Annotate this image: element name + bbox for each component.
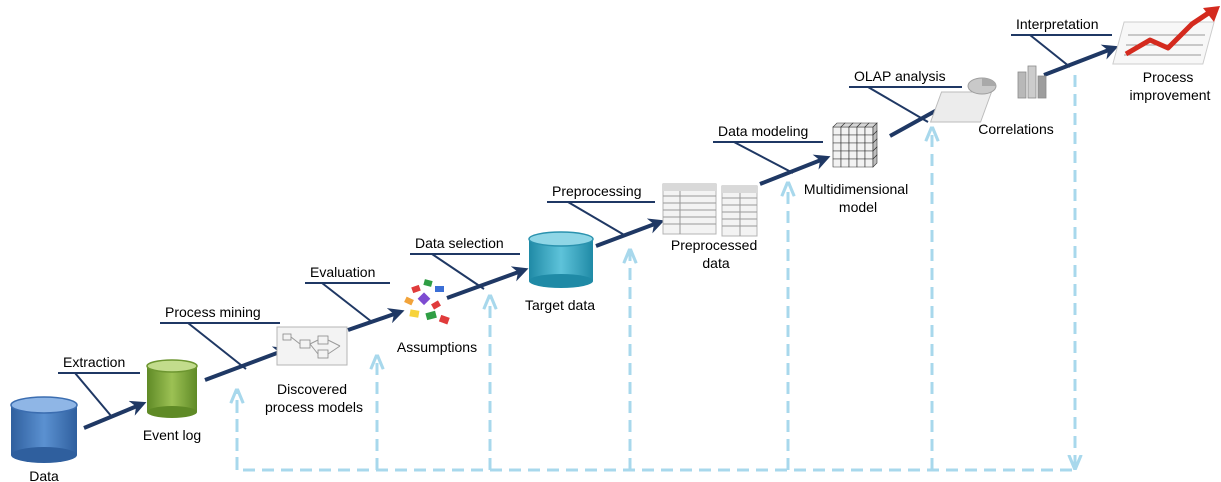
target-data-database-icon	[528, 231, 594, 288]
arrow-extraction	[83, 400, 147, 430]
node-label-discovered-models: Discovered process models	[265, 381, 363, 415]
node-label-preprocessed-data: Preprocessed data	[671, 237, 761, 271]
arrow-data-modeling	[759, 154, 831, 186]
node-label-assumptions: Assumptions	[397, 339, 477, 355]
node-label-event-log: Event log	[143, 427, 201, 443]
step-data-modeling: Data modeling	[713, 123, 823, 174]
step-label: Data modeling	[718, 123, 808, 139]
correlations-chart-icon	[929, 65, 1047, 123]
step-olap-analysis: OLAP analysis	[849, 68, 962, 123]
node-label-data: Data	[29, 468, 59, 482]
step-extraction: Extraction	[58, 354, 140, 418]
step-label: Process mining	[165, 304, 261, 320]
cube-icon	[832, 122, 878, 168]
node-label-target-data: Target data	[525, 297, 595, 313]
step-label: Preprocessing	[552, 183, 642, 199]
arrow-evaluation	[347, 308, 405, 332]
step-label: Evaluation	[310, 264, 375, 280]
rising-chart-icon	[1112, 6, 1220, 65]
node-label-correlations: Correlations	[978, 121, 1053, 137]
node-label-process-improvement: Process improvement	[1130, 69, 1211, 103]
step-preprocessing: Preprocessing	[547, 183, 655, 237]
arrow-interpretation	[1043, 44, 1119, 77]
arrow-data-selection	[446, 266, 529, 300]
feedback-loop	[237, 75, 1075, 472]
step-label: Data selection	[415, 235, 504, 251]
step-label: Extraction	[63, 354, 125, 370]
preprocessed-table-icon	[662, 183, 758, 237]
arrow-preprocessing	[595, 218, 665, 248]
step-data-selection: Data selection	[410, 235, 520, 290]
step-evaluation: Evaluation	[305, 264, 390, 323]
data-database-icon	[10, 396, 78, 463]
event-log-database-icon	[146, 359, 198, 418]
arrow-process-mining	[204, 346, 290, 382]
step-label: Interpretation	[1016, 16, 1099, 32]
step-label: OLAP analysis	[854, 68, 946, 84]
step-interpretation: Interpretation	[1011, 16, 1112, 68]
node-label-multidimensional-model: Multidimensional model	[804, 181, 912, 215]
assumptions-icon	[404, 279, 450, 325]
step-process-mining: Process mining	[160, 304, 280, 370]
main-flow	[83, 44, 1119, 430]
process-model-thumbnail-icon	[276, 326, 348, 366]
